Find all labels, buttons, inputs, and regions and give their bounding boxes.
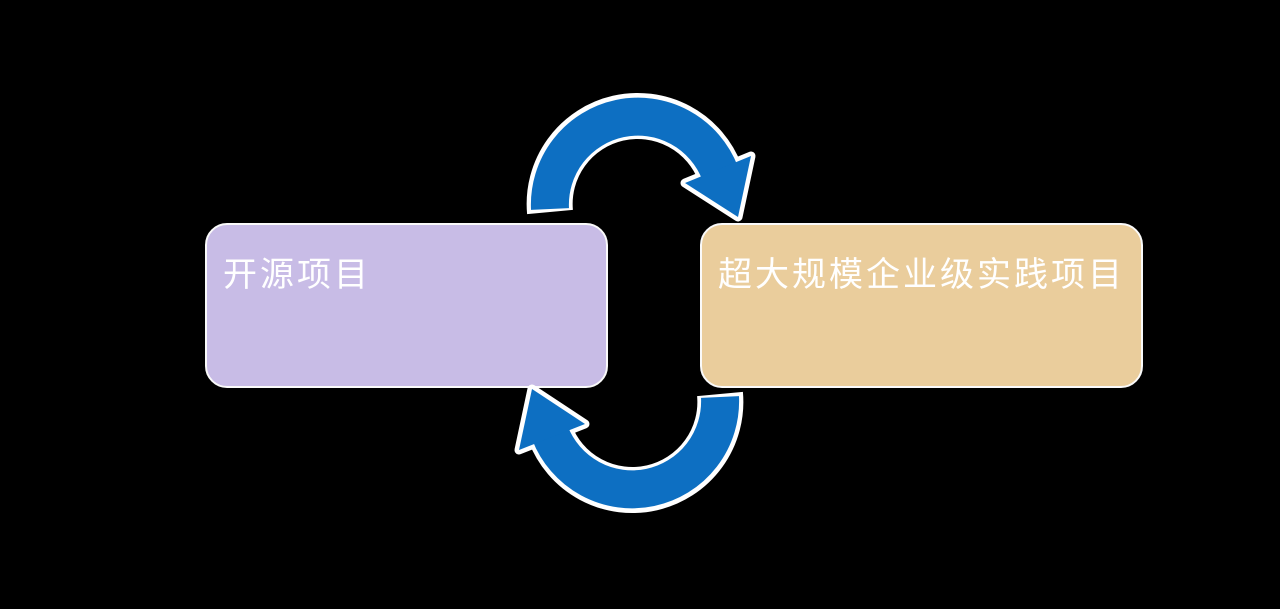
top-arrow-arc <box>530 97 738 210</box>
bottom-arrow-outline-head <box>514 384 590 455</box>
top-arrow-outline-head <box>680 151 756 222</box>
bottom-arrow-head <box>519 389 585 450</box>
cycle-arrow-bottom <box>514 384 744 514</box>
bottom-arrow-arc <box>532 396 740 509</box>
top-arrow-head <box>685 156 751 217</box>
node-enterprise-practice-project: 超大规模企业级实践项目 <box>700 223 1143 388</box>
cycle-arrow-top <box>526 92 756 222</box>
top-arrow-outline-arc <box>526 92 742 215</box>
node-open-source-label: 开源项目 <box>223 256 371 294</box>
node-open-source-project: 开源项目 <box>205 223 608 388</box>
node-enterprise-practice-label: 超大规模企业级实践项目 <box>718 256 1125 294</box>
bottom-arrow-outline-arc <box>528 391 744 514</box>
